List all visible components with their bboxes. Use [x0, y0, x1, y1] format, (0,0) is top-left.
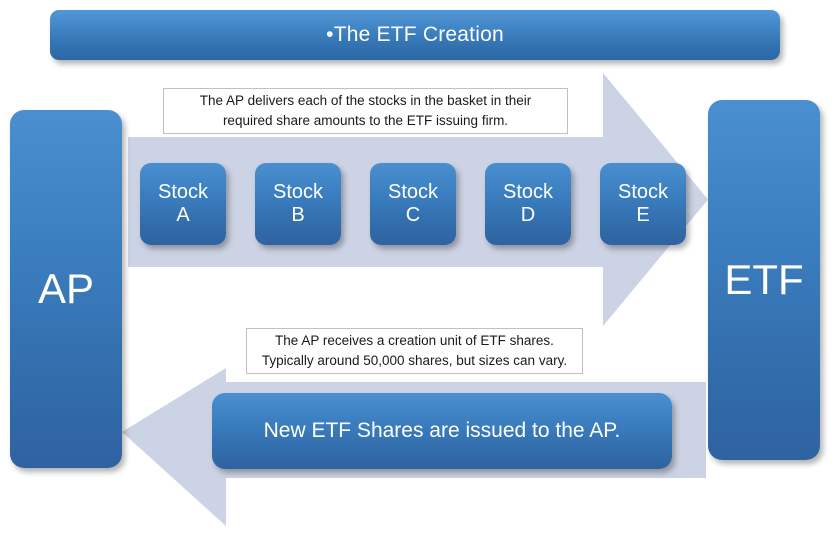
stock-box-c-line2: C [405, 204, 421, 226]
stock-box-b-line2: B [291, 204, 305, 226]
stock-box-e: Stock E [600, 163, 686, 245]
caption-delivery-line2: required share amounts to the ETF issuin… [222, 113, 509, 128]
stock-box-b-line1: Stock [272, 181, 324, 203]
stock-box-a: Stock A [140, 163, 226, 245]
stock-box-b: Stock B [255, 163, 341, 245]
etf-box: ETF [708, 100, 820, 460]
stock-box-a-line1: Stock [157, 181, 209, 203]
etf-label: ETF [724, 256, 804, 303]
caption-delivery: The AP delivers each of the stocks in th… [163, 88, 568, 134]
stock-box-a-line2: A [176, 204, 190, 226]
stock-box-e-line2: E [636, 204, 650, 226]
caption-creation-unit-line2: Typically around 50,000 shares, but size… [261, 353, 568, 368]
new-etf-shares-label: New ETF Shares are issued to the AP. [263, 419, 621, 442]
stock-box-d: Stock D [485, 163, 571, 245]
stock-box-d-line1: Stock [502, 181, 554, 203]
stock-box-d-line2: D [520, 204, 536, 226]
stock-box-c-line1: Stock [387, 181, 439, 203]
new-etf-shares-bar: New ETF Shares are issued to the AP. [212, 393, 672, 469]
page-title: The ETF Creation [333, 23, 504, 46]
caption-delivery-line1: The AP delivers each of the stocks in th… [199, 93, 532, 109]
diagram-title-banner: •The ETF Creation [50, 10, 780, 60]
caption-creation-unit: The AP receives a creation unit of ETF s… [246, 328, 583, 374]
caption-creation-unit-line1: The AP receives a creation unit of ETF s… [275, 333, 554, 349]
stock-box-e-line1: Stock [617, 181, 669, 203]
ap-box: AP [10, 110, 122, 468]
ap-label: AP [37, 265, 95, 312]
title-bullet: • [326, 23, 334, 46]
stock-box-c: Stock C [370, 163, 456, 245]
